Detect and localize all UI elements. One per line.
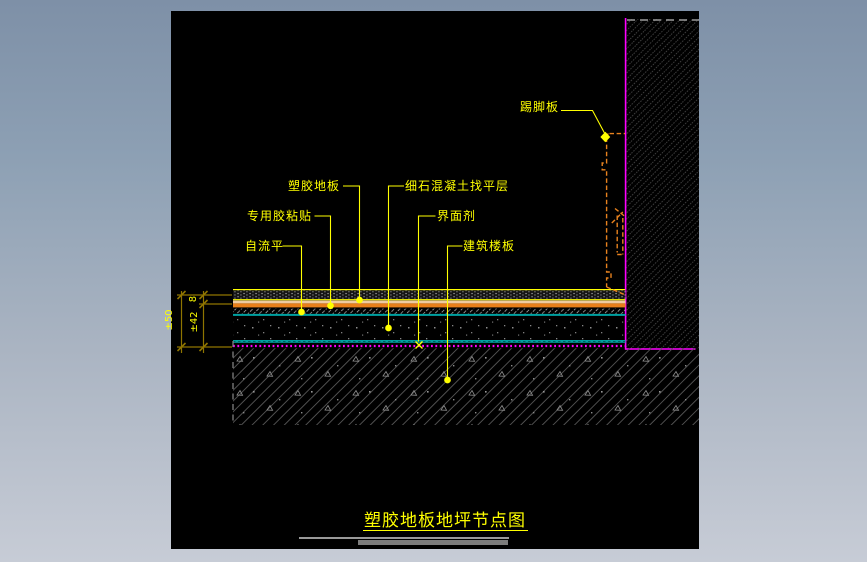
wall-section — [624, 18, 699, 350]
skirting-profile — [601, 132, 626, 296]
label-skirting-board: 踢脚板 — [520, 100, 560, 114]
leaders — [282, 109, 611, 384]
dimension-ticks — [176, 290, 209, 352]
label-plastic-floor: 塑胶地板 — [288, 179, 341, 193]
building-slab — [232, 341, 699, 425]
label-self-leveling: 自流平 — [245, 239, 285, 253]
leader-adhesive — [314, 215, 334, 310]
self-leveling-layer — [233, 308, 626, 314]
leader-concrete-leveling — [385, 185, 404, 332]
leader-plastic-floor — [343, 185, 363, 304]
interface-line-upper — [233, 313, 626, 316]
label-interface-agent: 界面剂 — [437, 209, 477, 223]
label-concrete-leveling: 细石混凝土找平层 — [405, 179, 510, 193]
floor-layers — [233, 289, 626, 348]
cad-canvas — [171, 11, 699, 549]
adhesive-layer — [233, 303, 626, 308]
leader-interface-agent — [415, 215, 436, 349]
leader-building-slab — [444, 245, 463, 384]
dimension-overall: ±50 — [164, 309, 175, 331]
concrete-leveling-layer — [233, 316, 626, 340]
x-marker — [415, 341, 423, 349]
leader-self-leveling — [282, 245, 305, 316]
plastic-floor-layer — [233, 290, 626, 299]
drawing-title: 塑胶地板地坪节点图 — [364, 511, 526, 531]
title-underline-thick-gray — [358, 539, 508, 545]
dimension-floor-thickness: 8 — [188, 295, 199, 303]
title-underline-thin-gray — [299, 537, 509, 539]
label-building-slab: 建筑楼板 — [463, 239, 516, 253]
dimension-screed: ±42 — [189, 311, 200, 333]
adhesive-layer-light — [233, 300, 626, 304]
leader-skirting-board — [561, 109, 611, 143]
diamond-marker — [600, 131, 611, 143]
detail-drawing — [176, 18, 699, 425]
title-underline — [363, 529, 528, 532]
label-adhesive: 专用胶粘贴 — [247, 209, 313, 223]
dimension-lines — [176, 290, 232, 353]
